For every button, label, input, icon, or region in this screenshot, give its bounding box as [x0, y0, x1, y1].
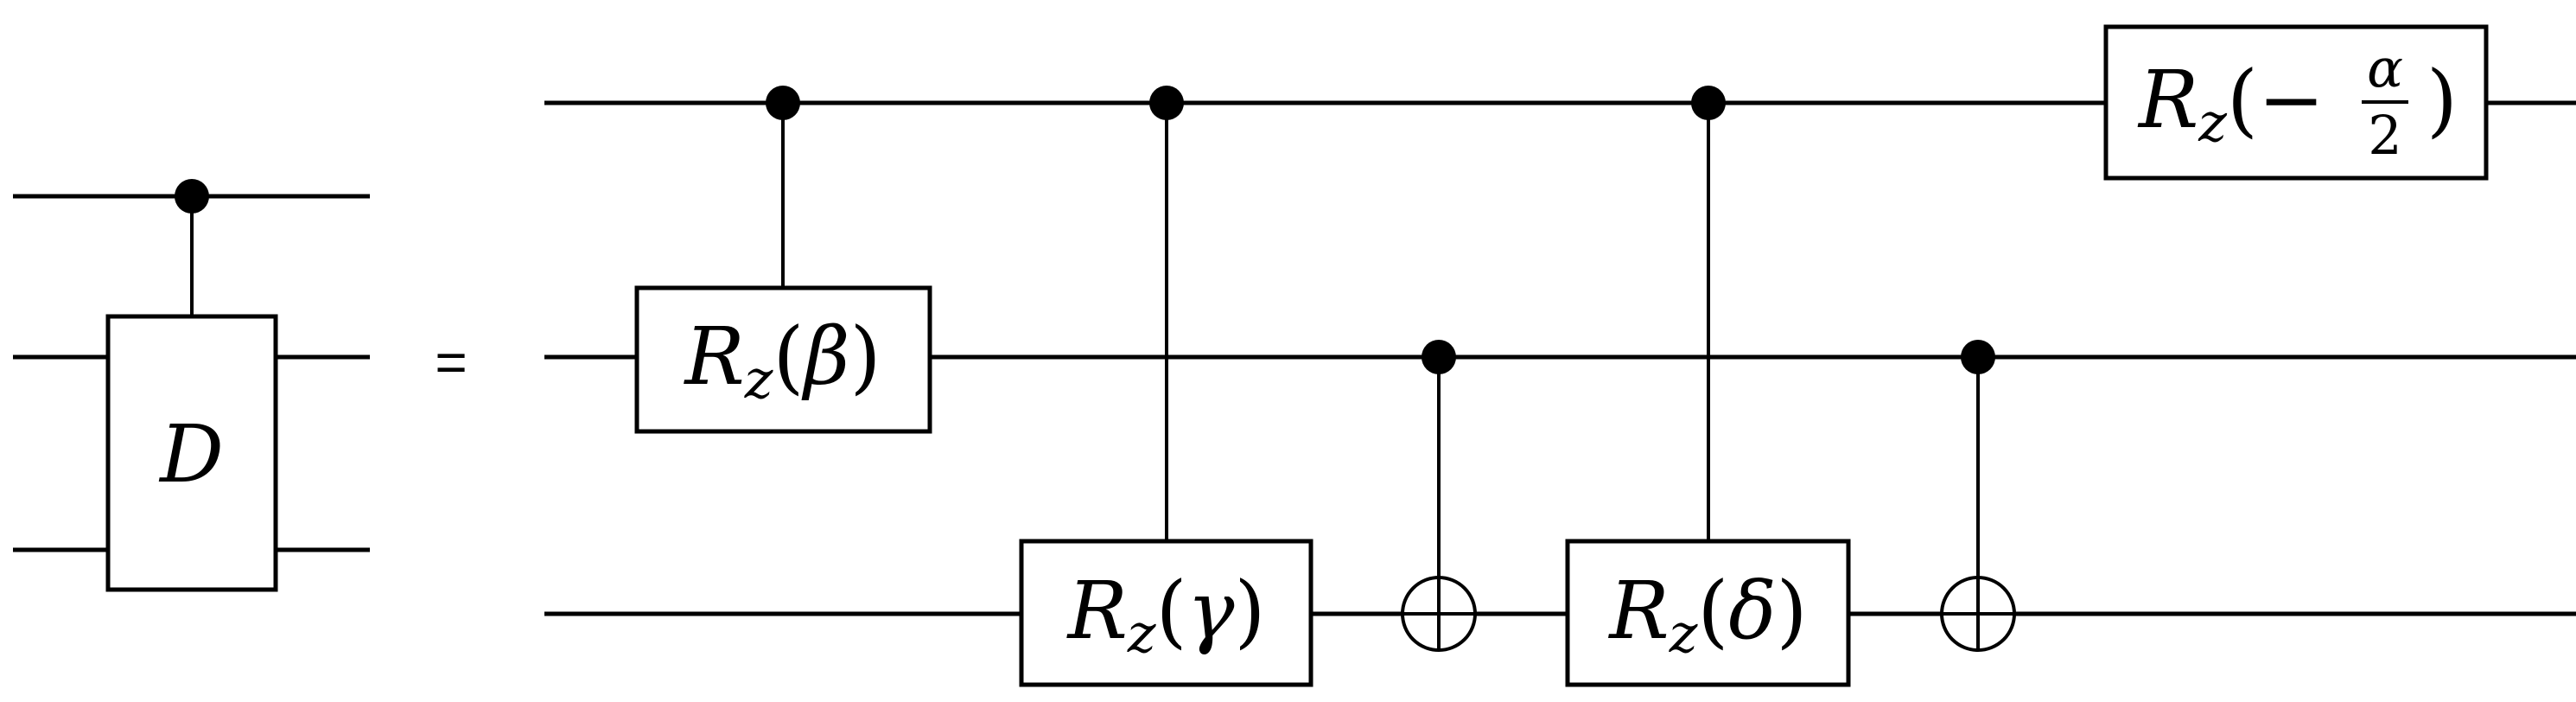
controlled-rz-gamma: Rz(γ)	[1019, 86, 1313, 687]
rz-beta-op: R	[684, 310, 745, 403]
rz-gamma-open-paren: (	[1156, 565, 1187, 657]
controlled-rz-delta: Rz(δ)	[1565, 86, 1851, 687]
equals-sign: =	[435, 331, 467, 393]
rz-delta-close-paren: )	[1777, 565, 1808, 657]
rz-delta-op: R	[1607, 565, 1669, 657]
rz-alpha-subscript: z	[2198, 91, 2227, 154]
rz-gamma-close-paren: )	[1234, 565, 1265, 657]
gate-d-label: D	[158, 408, 224, 501]
gate-rz-gamma-label: Rz(γ)	[1066, 565, 1266, 665]
rz-beta-subscript: z	[744, 348, 773, 411]
rz-alpha-numerator: α	[2367, 36, 2403, 99]
rz-alpha-denominator: 2	[2368, 104, 2401, 167]
rz-gamma-arg: γ	[1186, 565, 1235, 657]
rz-alpha-close-paren: )	[2427, 54, 2458, 146]
control-dot-beta	[766, 86, 800, 120]
cnot-2-control-dot	[1961, 340, 1995, 374]
rz-minus-alpha-half: Rz(− α 2 )	[2103, 24, 2489, 181]
gate-rz-alpha-main: Rz(−	[2137, 54, 2325, 154]
rz-gamma-op: R	[1066, 565, 1128, 657]
rz-delta-arg: δ	[1728, 565, 1776, 657]
right-circuit: Rz(β) Rz(γ) Rz(δ)	[544, 24, 2576, 687]
gate-rz-gamma-box	[1019, 539, 1313, 687]
rz-beta-arg: β	[801, 310, 849, 403]
gate-rz-delta-label: Rz(δ)	[1607, 565, 1807, 665]
rz-delta-subscript: z	[1669, 602, 1698, 665]
gate-rz-beta-label: Rz(β)	[684, 310, 881, 411]
rz-beta-close-paren: )	[850, 310, 881, 403]
control-dot-delta	[1691, 86, 1726, 120]
gate-rz-alpha-box	[2103, 24, 2489, 181]
rz-alpha-sign: −	[2258, 54, 2325, 146]
control-dot-gamma	[1149, 86, 1184, 120]
rz-gamma-subscript: z	[1127, 602, 1156, 665]
cnot-1-control-dot	[1422, 340, 1456, 374]
gate-rz-beta-box	[634, 285, 932, 434]
cnot-1	[1401, 340, 1477, 652]
left-control-dot	[175, 179, 209, 214]
rz-delta-open-paren: (	[1697, 565, 1728, 657]
rz-beta-open-paren: (	[773, 310, 804, 403]
rz-alpha-op: R	[2137, 54, 2198, 146]
controlled-rz-beta: Rz(β)	[634, 86, 932, 434]
left-gate-diagram: D	[13, 179, 370, 592]
cnot-2	[1940, 340, 2016, 652]
gate-rz-delta-box	[1565, 539, 1851, 687]
gate-d-box	[105, 314, 278, 592]
rz-alpha-open-paren: (	[2227, 54, 2258, 146]
